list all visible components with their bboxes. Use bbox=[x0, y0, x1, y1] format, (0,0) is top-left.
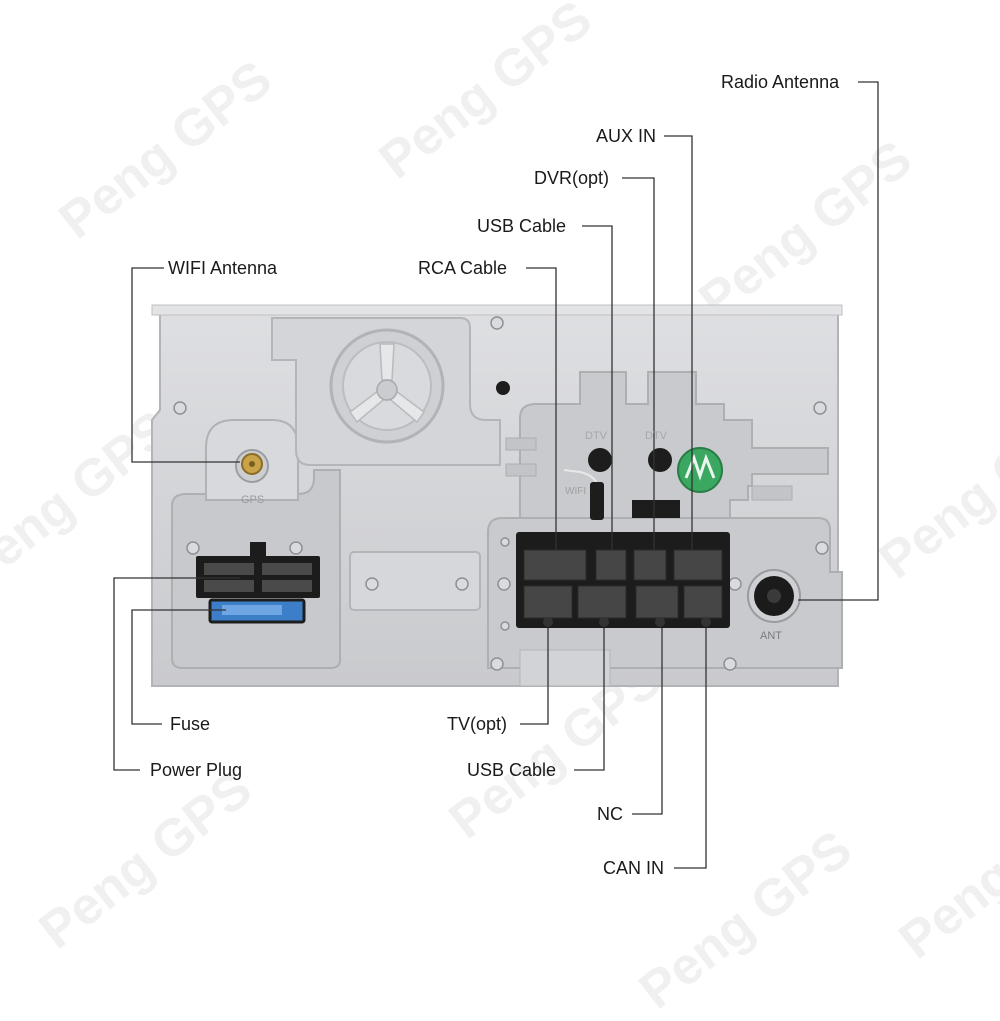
bay-fin bbox=[751, 485, 793, 501]
label-wifi-antenna: WIFI Antenna bbox=[168, 258, 278, 278]
bay-fin bbox=[505, 437, 537, 451]
dtv-stamp: DTV bbox=[585, 430, 607, 442]
leader-lines bbox=[113, 81, 879, 869]
label-nc: NC bbox=[597, 804, 623, 824]
radio-antenna-socket-pin bbox=[767, 589, 781, 603]
dtv-port bbox=[588, 448, 612, 472]
gps-connector-pin bbox=[249, 461, 255, 467]
label-radio-antenna: Radio Antenna bbox=[721, 72, 840, 92]
head-unit-back-panel bbox=[113, 81, 879, 869]
wifi-stamp: WIFI bbox=[565, 486, 587, 497]
certification-badge-mark bbox=[684, 453, 716, 481]
label-aux-in: AUX IN bbox=[596, 126, 657, 146]
label-usb-cable-bottom: USB Cable bbox=[467, 760, 557, 780]
dtv-stamp: DTV bbox=[645, 430, 667, 442]
chassis-rim bbox=[151, 304, 843, 316]
fan-center bbox=[376, 379, 398, 401]
slot-port bbox=[632, 500, 680, 518]
label-power-plug: Power Plug bbox=[150, 760, 243, 780]
wifi-plug bbox=[590, 482, 604, 520]
fuse-window bbox=[222, 605, 282, 615]
label-rca-cable: RCA Cable bbox=[418, 258, 508, 278]
power-plug-latch bbox=[250, 542, 266, 558]
dtv-port bbox=[648, 448, 672, 472]
label-fuse: Fuse bbox=[170, 714, 211, 734]
mic-hole bbox=[496, 381, 510, 395]
label-usb-cable-top: USB Cable bbox=[477, 216, 567, 236]
label-dvr-opt: DVR(opt) bbox=[534, 168, 610, 188]
main-connector-clips bbox=[543, 617, 711, 627]
bay-fin bbox=[505, 463, 537, 477]
ant-stamp: ANT bbox=[760, 630, 782, 642]
power-plug-pins bbox=[204, 563, 312, 592]
lower-tab bbox=[519, 649, 611, 687]
label-tv-opt: TV(opt) bbox=[447, 714, 508, 734]
screws bbox=[173, 316, 829, 671]
label-can-in: CAN IN bbox=[603, 858, 665, 878]
gps-stamp: GPS bbox=[241, 494, 265, 506]
middle-plate bbox=[349, 551, 481, 611]
main-connector-sockets bbox=[523, 549, 723, 619]
certification-badge bbox=[677, 447, 723, 493]
